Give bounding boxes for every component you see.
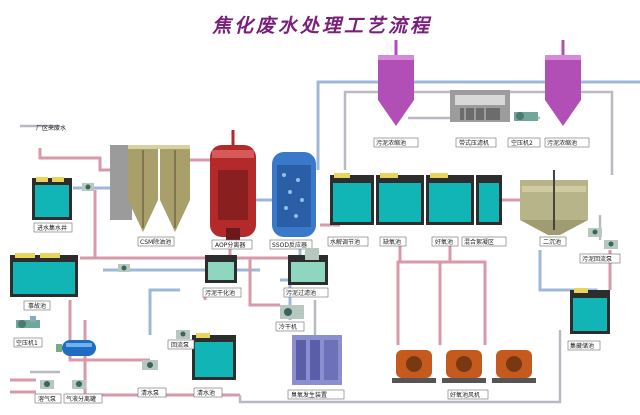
dewatering-unit (280, 305, 304, 319)
pump-icon (72, 380, 86, 389)
pump-icon (118, 264, 130, 272)
compressor-icon (514, 112, 538, 121)
sludge-backflow-label: 污泥回流泵 (582, 255, 612, 263)
regulate-label: 水解调节池 (330, 238, 360, 246)
inlet-label: 厂区来废水 (36, 124, 66, 132)
accident-pool-tank (10, 253, 78, 297)
pump-well-label: 进水集水井 (37, 224, 67, 232)
aerobic-tank (426, 173, 474, 225)
pump-icon (82, 183, 94, 191)
blower-icon (492, 350, 536, 383)
compressor-icon (16, 316, 40, 328)
csm-label: CSM除油池 (140, 238, 171, 246)
sludge-filter-label: 污泥过滤池 (286, 289, 316, 297)
secondary-clarifier (520, 170, 588, 235)
air-compressor-2-label: 空压机2 (511, 139, 533, 147)
press-label: 带式压滤机 (459, 139, 489, 147)
ozone-label: 臭氧发生装置 (291, 391, 327, 399)
clear-pool-tank (192, 333, 236, 380)
silo-icon (378, 40, 414, 126)
anoxic-label: 缺氧池 (383, 238, 401, 246)
pump-icon (142, 360, 158, 370)
secondary-label: 二沉池 (543, 238, 561, 246)
pump-icon (176, 330, 190, 339)
air-separator-vessel (56, 340, 96, 356)
clear-pump-label: 清水泵 (141, 389, 159, 397)
blower-icon (442, 350, 486, 383)
anoxic-tank (376, 173, 424, 225)
dissolved-air-pump-label: 溶气泵 (38, 395, 56, 403)
sludge-dry-tank (205, 255, 237, 283)
blower-label: 好氧池风机 (450, 391, 480, 399)
ssod-label: SSOD反应器 (272, 241, 307, 249)
pump-icon (40, 380, 54, 389)
ssod-reactor (272, 152, 316, 237)
mixed-sed-label: 混合絮凝区 (464, 238, 494, 246)
accident-pool-label: 事故池 (28, 302, 46, 310)
mixed-sed-tank (476, 175, 502, 225)
sludge-dry-label: 污泥干化池 (205, 289, 235, 297)
pump-icon (604, 240, 618, 249)
aerobic-label: 好氧池 (435, 238, 453, 246)
final-tank-label: 集藏储池 (570, 342, 594, 350)
sludge-thick-1-label: 污泥浓缩池 (376, 139, 406, 147)
blower-icon (392, 350, 436, 383)
air-compressor-1-label: 空压机1 (16, 339, 38, 347)
pump-icon (588, 228, 602, 237)
silo-icon (545, 40, 581, 126)
regulate-tank (330, 173, 374, 225)
sludge-filter-tank (288, 248, 328, 285)
csm-silos (110, 145, 190, 232)
ozone-generator (292, 335, 342, 385)
reflux-pump-label: 回流泵 (171, 341, 189, 349)
diagram-title: 焦化废水处理工艺流程 (212, 15, 432, 37)
final-tank (570, 288, 610, 334)
aop-label: AOP分离器 (215, 241, 245, 249)
sludge-thick-2-label: 污泥浓缩池 (547, 139, 577, 147)
pump-well-tank (32, 177, 72, 220)
air-separator-label: 气液分离罐 (66, 395, 96, 403)
clear-pool-label: 清水池 (197, 389, 215, 397)
dewatering-label: 冷干机 (279, 323, 297, 331)
filter-press-icon (450, 90, 510, 122)
aop-reactor (210, 130, 256, 240)
